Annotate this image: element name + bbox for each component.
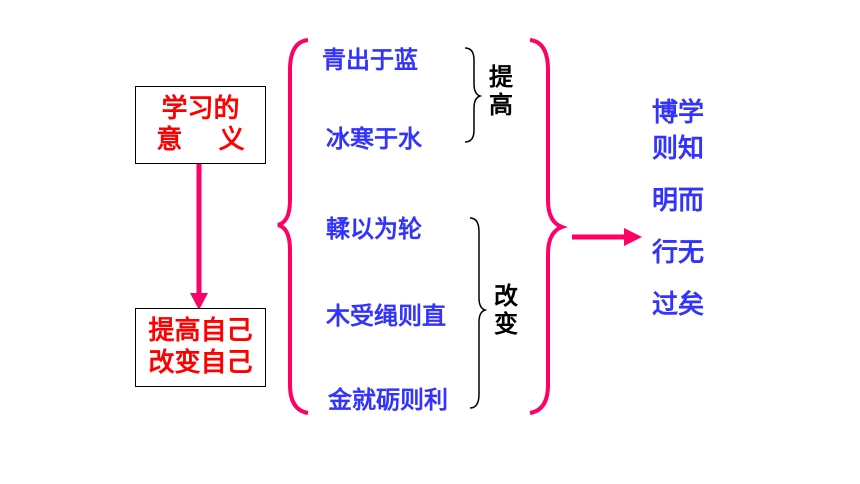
- quote-2: 冰寒于水: [326, 125, 422, 153]
- goal-line1: 提高自己: [148, 316, 253, 347]
- result-4: 行无: [652, 238, 705, 268]
- goal-line2: 改变自己: [148, 347, 253, 378]
- right-brace: [529, 38, 568, 415]
- small-brace-top: [464, 47, 483, 143]
- goal-box: 提高自己 改变自己: [135, 308, 266, 387]
- result-2: 则知: [652, 134, 705, 164]
- quote-5: 金就砺则利: [328, 386, 448, 414]
- result-3: 明而: [652, 186, 705, 216]
- right-arrow-head: [624, 228, 642, 246]
- small-brace-bottom: [469, 217, 488, 409]
- meaning-line2: 意 义: [156, 125, 245, 155]
- left-brace: [277, 38, 309, 415]
- group-label-gaibian: 改 变: [494, 282, 518, 338]
- quote-1: 青出于蓝: [322, 46, 418, 74]
- down-arrow-head: [190, 293, 208, 310]
- meaning-line1: 学习的: [161, 93, 240, 124]
- quote-3: 輮以为轮: [326, 215, 422, 243]
- quote-4: 木受绳则直: [326, 302, 446, 330]
- result-5: 过矣: [652, 290, 705, 320]
- result-1: 博学: [652, 98, 705, 128]
- meaning-box: 学习的 意 义: [135, 86, 266, 164]
- group-label-tigao: 提 高: [489, 63, 513, 119]
